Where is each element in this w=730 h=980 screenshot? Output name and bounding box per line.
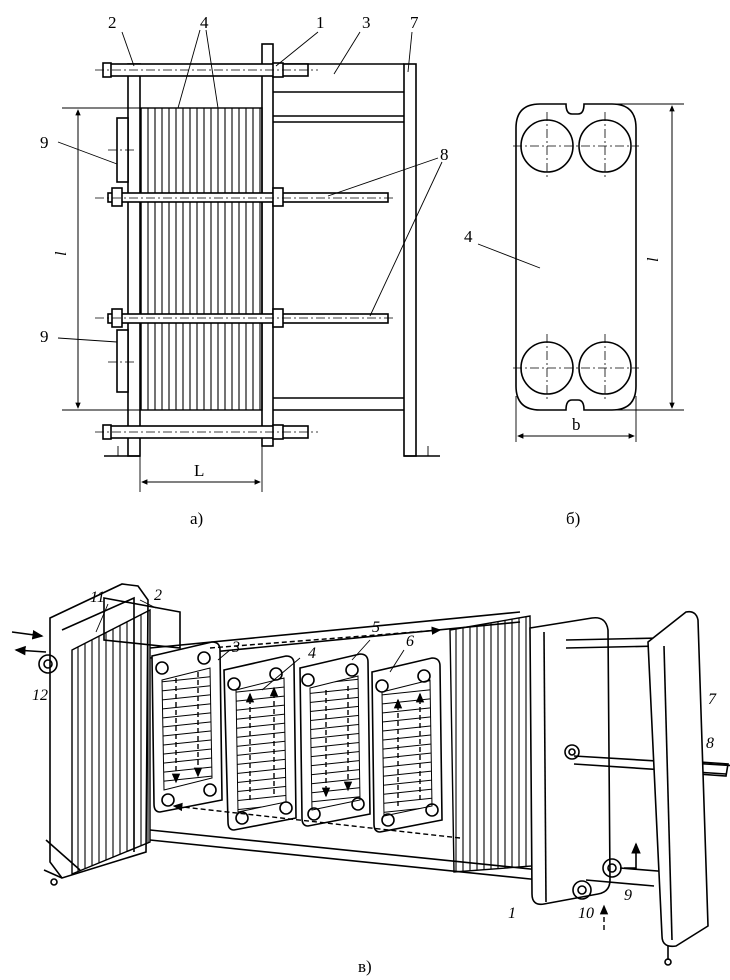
plate-pack	[140, 107, 263, 411]
label-4: 4	[200, 13, 209, 32]
dim-l-label: l	[645, 257, 662, 262]
caption-a: а)	[190, 509, 203, 528]
nozzle-10	[572, 880, 592, 900]
rear-column-7	[647, 610, 709, 948]
caption-c: в)	[358, 957, 372, 976]
nozzle-12	[38, 654, 58, 674]
plate-4	[223, 655, 297, 831]
plate-6	[371, 657, 443, 833]
plate-3	[151, 641, 223, 813]
label-9-top: 9	[40, 133, 49, 152]
dim-b-label: b	[572, 415, 581, 434]
caption-b: б)	[566, 509, 580, 528]
plate-5	[299, 653, 371, 827]
label-3: 3	[231, 639, 240, 656]
label-7: 7	[410, 13, 419, 32]
label-12: 12	[32, 687, 48, 704]
figure-a-side-view: 2 4 1 3 7 8 9 9 l L а)	[40, 13, 449, 528]
label-8: 8	[706, 735, 714, 752]
fixed-plate-2	[127, 63, 141, 457]
label-4: 4	[464, 227, 473, 246]
label-9: 9	[624, 887, 632, 904]
label-9-bottom: 9	[40, 327, 49, 346]
pressure-plate-1	[261, 43, 274, 447]
right-plate-pack	[449, 615, 533, 873]
dim-L-label: L	[194, 461, 204, 480]
label-3: 3	[362, 13, 371, 32]
figure-c-exploded-view: 11 2 12 3 4 5 6 1 10 9 7 8 в)	[11, 583, 730, 976]
figure-b-plate: 4 l b б)	[464, 103, 684, 528]
label-2: 2	[108, 13, 117, 32]
label-4: 4	[308, 645, 316, 662]
label-1: 1	[508, 905, 516, 922]
label-2: 2	[154, 587, 162, 604]
label-8: 8	[440, 145, 449, 164]
plate-outline	[515, 103, 637, 411]
label-10: 10	[578, 905, 594, 922]
rear-column-7	[403, 63, 417, 457]
nozzle-9-bottom	[116, 329, 129, 393]
pressure-plate-1	[529, 616, 611, 906]
dim-l-label: l	[53, 251, 70, 256]
left-plate-pack	[71, 608, 151, 876]
label-6: 6	[406, 633, 414, 650]
label-5: 5	[372, 619, 380, 636]
label-11: 11	[90, 589, 105, 606]
label-1: 1	[316, 13, 325, 32]
label-7: 7	[708, 691, 717, 708]
